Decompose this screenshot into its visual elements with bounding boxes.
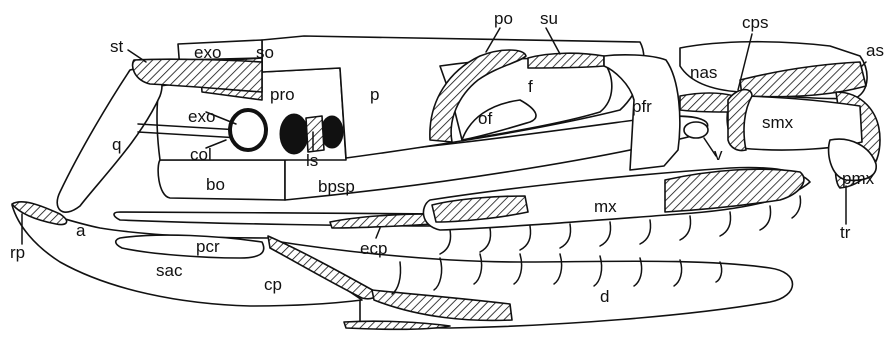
label-su: su	[540, 9, 558, 28]
label-cps: cps	[742, 13, 768, 32]
fenestra-ovalis	[230, 110, 266, 150]
label-tr: tr	[840, 223, 851, 242]
label-a: a	[76, 221, 86, 240]
label-v: v	[714, 145, 723, 164]
label-col: col	[190, 145, 212, 164]
label-st: st	[110, 37, 124, 56]
label-mx: mx	[594, 197, 617, 216]
vomer-opening	[684, 122, 708, 138]
label-cp: cp	[264, 275, 282, 294]
label-d: d	[600, 287, 609, 306]
label-pro: pro	[270, 85, 295, 104]
laterosphenoid	[306, 116, 324, 152]
label-exo-top: exo	[194, 43, 221, 62]
trigeminal-foramen-1	[280, 114, 308, 154]
label-nas: nas	[690, 63, 717, 82]
label-sac: sac	[156, 261, 183, 280]
quadrate	[57, 68, 162, 212]
label-as: as	[866, 41, 884, 60]
label-so: so	[256, 43, 274, 62]
label-exo-mid: exo	[188, 107, 215, 126]
label-smx: smx	[762, 113, 794, 132]
label-bo: bo	[206, 175, 225, 194]
maxilla-anterior-hatch	[665, 169, 804, 212]
label-f: f	[528, 77, 533, 96]
label-p: p	[370, 85, 379, 104]
label-pmx: pmx	[842, 169, 875, 188]
label-rp: rp	[10, 243, 25, 262]
label-ecp: ecp	[360, 239, 387, 258]
label-ls: ls	[306, 151, 318, 170]
label-pcr: pcr	[196, 237, 220, 256]
label-bpsp: bpsp	[318, 177, 355, 196]
label-pfr: pfr	[632, 97, 652, 116]
supraorbital	[528, 53, 604, 68]
label-po: po	[494, 9, 513, 28]
label-of: of	[478, 109, 492, 128]
label-q: q	[112, 135, 121, 154]
